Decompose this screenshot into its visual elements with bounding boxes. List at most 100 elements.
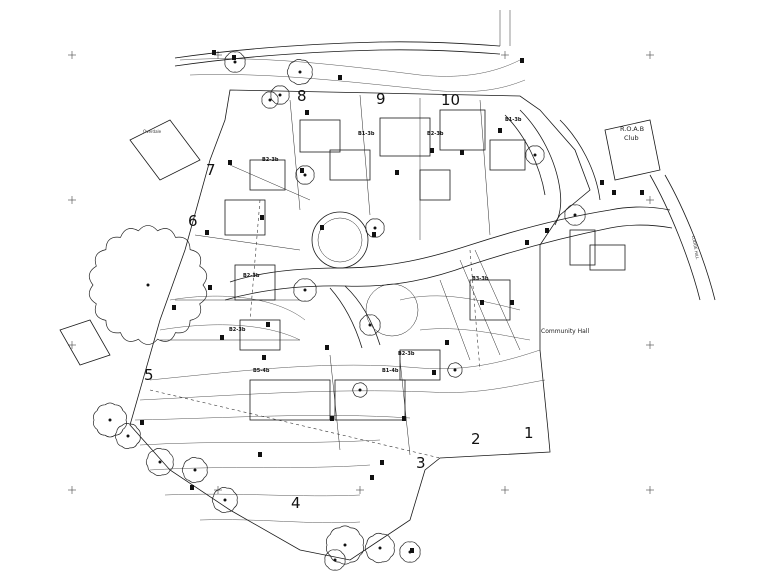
plot-number-6: 6 <box>188 212 198 230</box>
drawing-marker <box>445 340 449 345</box>
tree-symbol <box>88 225 208 345</box>
drawing-marker <box>460 150 464 155</box>
drawing-marker <box>372 232 376 237</box>
plot-number-2: 2 <box>471 430 481 448</box>
plot-number-9: 9 <box>376 90 386 108</box>
drawing-marker <box>305 110 309 115</box>
plot-number-4: 4 <box>291 494 301 512</box>
drawing-marker <box>545 228 549 233</box>
survey-cross <box>646 486 654 494</box>
tree-symbol <box>145 447 174 477</box>
plot-number-7: 7 <box>206 161 216 179</box>
drawing-marker <box>262 355 266 360</box>
tree-symbol <box>564 204 586 226</box>
drawing-marker <box>525 240 529 245</box>
survey-cross <box>501 486 509 494</box>
survey-cross <box>646 51 654 59</box>
drawing-marker <box>205 230 209 235</box>
plot-number-3: 3 <box>416 454 426 472</box>
lodge-hill-label: LODGE HILL <box>691 235 700 260</box>
tree-symbol <box>293 278 317 302</box>
tree-symbol <box>181 457 208 483</box>
survey-cross <box>646 341 654 349</box>
tree-symbol <box>224 51 246 73</box>
tree-symbol <box>326 525 364 565</box>
tree-symbol <box>114 423 141 449</box>
survey-cross <box>68 196 76 204</box>
tree-symbol <box>270 85 290 105</box>
drawing-marker <box>220 335 224 340</box>
drawing-marker <box>510 300 514 305</box>
house-type-tag: B2-3b <box>243 273 260 279</box>
drawing-marker <box>498 128 502 133</box>
tree-symbol <box>359 314 381 336</box>
road-club-label-2: Club <box>624 134 639 142</box>
north-lane <box>174 10 511 67</box>
house-type-tag: B2-3b <box>229 327 246 333</box>
house-footprints <box>224 109 626 421</box>
house-type-tag: B2-3b <box>262 157 279 163</box>
tree-symbol <box>261 91 279 109</box>
survey-cross <box>68 486 76 494</box>
contour-lines <box>134 58 546 523</box>
tree-symbol <box>286 59 313 85</box>
plot-number-10: 10 <box>441 91 460 109</box>
drawing-marker <box>208 285 212 290</box>
house-type-tag: B3-3b <box>472 276 489 282</box>
drawing-marker <box>320 225 324 230</box>
survey-cross <box>501 51 509 59</box>
house-type-tag: B2-3b <box>427 131 444 137</box>
drawing-marker <box>338 75 342 80</box>
tree-symbol <box>525 145 545 165</box>
house-type-tags: B1-3b B2-3b B1-3b B2-3b B2-3b B3-3b B2-3… <box>229 117 522 374</box>
drawing-marker <box>258 452 262 457</box>
drawing-marker <box>260 215 264 220</box>
house-type-tag: B5-4b <box>253 368 270 374</box>
road-club-label: R.O.A.B <box>620 125 644 133</box>
drawing-marker <box>410 548 414 553</box>
plot-number-8: 8 <box>297 87 307 105</box>
drawing-marker <box>212 50 216 55</box>
drawing-marker <box>172 305 176 310</box>
tree-symbol <box>447 362 463 378</box>
drawing-marker <box>432 370 436 375</box>
tree-symbol <box>352 382 368 398</box>
survey-cross <box>68 341 76 349</box>
plot-numbers: 1 2 3 4 5 6 7 8 9 10 <box>144 87 534 512</box>
drawing-marker <box>480 300 484 305</box>
drawing-marker <box>190 485 194 490</box>
plot-number-1: 1 <box>524 424 534 442</box>
survey-cross <box>68 51 76 59</box>
house-type-tag: B1-3b <box>505 117 522 123</box>
tree-symbol <box>364 532 395 564</box>
tree-symbol <box>324 549 346 571</box>
drawing-marker <box>640 190 644 195</box>
drawing-marker <box>266 322 270 327</box>
trees <box>88 51 586 571</box>
drawing-marker <box>330 416 334 421</box>
drawing-marker <box>402 416 406 421</box>
drawing-marker <box>380 460 384 465</box>
drawing-markers <box>140 50 644 553</box>
survey-grid-crosses <box>68 51 654 494</box>
drawing-marker <box>612 190 616 195</box>
house-type-tag: B1-4b <box>382 368 399 374</box>
tree-symbol <box>295 165 315 185</box>
survey-cross <box>356 486 364 494</box>
neighbour-buildings <box>59 119 716 366</box>
drawing-marker <box>300 168 304 173</box>
drawing-marker <box>325 345 329 350</box>
drawing-marker <box>228 160 232 165</box>
plot-number-5: 5 <box>144 366 154 384</box>
drawing-marker <box>600 180 604 185</box>
drawing-marker <box>395 170 399 175</box>
house-type-tag: B1-3b <box>358 131 375 137</box>
tree-symbol <box>93 402 127 438</box>
drawing-marker <box>232 55 236 60</box>
access-road <box>224 109 673 349</box>
house-type-tag: B2-3b <box>398 351 415 357</box>
drawing-marker <box>520 58 524 63</box>
drawing-marker <box>140 420 144 425</box>
survey-cross <box>646 196 654 204</box>
